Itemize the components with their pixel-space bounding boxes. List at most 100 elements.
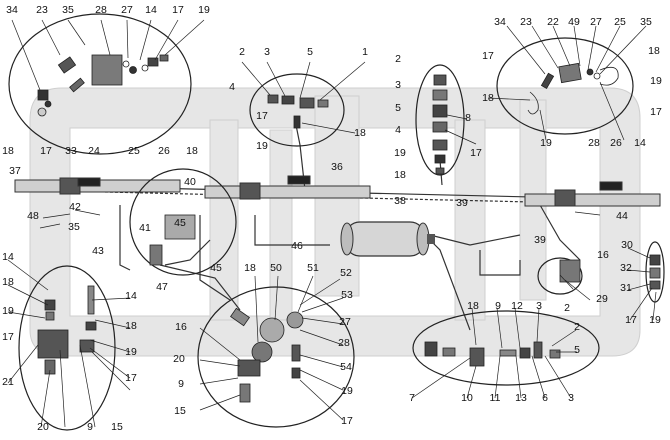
callout-label: 9 [87, 420, 93, 433]
detail-ellipses [8, 13, 665, 431]
callout-label: 54 [340, 360, 352, 373]
callout-label: 9 [178, 377, 184, 390]
callout-label: 2 [395, 52, 401, 65]
callout-label: 19 [2, 304, 14, 317]
callout-label: 19 [341, 384, 353, 397]
callout-label: 47 [156, 280, 168, 293]
air-receiver [340, 221, 435, 257]
callout-label: 14 [125, 289, 137, 302]
callout-label: 36 [331, 160, 343, 173]
callout-label: 49 [568, 15, 580, 28]
callout-label: 19 [198, 3, 210, 16]
callout-label: 32 [620, 261, 632, 274]
callout-label: 21 [2, 375, 14, 388]
callout-label: 40 [184, 175, 196, 188]
callout-label: 1 [362, 45, 368, 58]
callout-label: 19 [256, 139, 268, 152]
callout-label: 20 [37, 420, 49, 433]
callout-label: 44 [616, 209, 628, 222]
callout-label: 5 [307, 45, 313, 58]
callout-label: 5 [574, 343, 580, 356]
callout-label: 9 [495, 299, 501, 312]
callout-label: 17 [125, 371, 137, 384]
callout-label: 52 [340, 266, 352, 279]
callout-label: 33 [65, 144, 77, 157]
callout-label: 19 [125, 345, 137, 358]
callout-label: 31 [620, 281, 632, 294]
callout-label: 27 [590, 15, 602, 28]
callout-label: 53 [341, 288, 353, 301]
callout-label: 19 [649, 313, 661, 326]
callout-label: 18 [125, 319, 137, 332]
callout-label: 18 [467, 299, 479, 312]
callout-label: 25 [128, 144, 140, 157]
callout-label: 18 [354, 126, 366, 139]
callout-label: 2 [574, 320, 580, 333]
detail-parts [37, 54, 661, 403]
callout-label: 38 [394, 194, 406, 207]
callout-label: 22 [547, 15, 559, 28]
callout-label: 14 [145, 3, 157, 16]
callout-label: 16 [597, 248, 609, 261]
callout-label: 5 [395, 101, 401, 114]
callout-label: 3 [264, 45, 270, 58]
callout-label: 14 [634, 136, 646, 149]
callout-label: 17 [625, 313, 637, 326]
callout-label: 39 [534, 233, 546, 246]
callout-label: 27 [339, 315, 351, 328]
callout-label: 42 [69, 200, 81, 213]
callout-label: 12 [511, 299, 523, 312]
callout-label: 17 [650, 105, 662, 118]
leader-lines [7, 19, 657, 428]
callout-label: 39 [456, 196, 468, 209]
callout-label: 19 [650, 74, 662, 87]
callout-label: 25 [614, 15, 626, 28]
callout-label: 30 [621, 238, 633, 251]
callout-label: 18 [2, 144, 14, 157]
chassis-frame [29, 87, 641, 357]
callout-label: 23 [36, 3, 48, 16]
callout-label: 17 [470, 146, 482, 159]
callout-label: 18 [648, 44, 660, 57]
callout-label: 2 [239, 45, 245, 58]
callout-label: 4 [395, 123, 401, 136]
callout-label: 26 [158, 144, 170, 157]
callout-label: 51 [307, 261, 319, 274]
callout-label: 6 [542, 391, 548, 404]
callout-label: 17 [2, 330, 14, 343]
callout-label: 14 [2, 250, 14, 263]
callout-label: 35 [62, 3, 74, 16]
callout-label: 28 [95, 3, 107, 16]
callout-label: 19 [540, 136, 552, 149]
callout-label: 17 [40, 144, 52, 157]
callout-label: 18 [186, 144, 198, 157]
callout-label: 15 [174, 404, 186, 417]
callout-label: 16 [175, 320, 187, 333]
callout-label: 7 [409, 391, 415, 404]
callout-label: 34 [494, 15, 506, 28]
callout-label: 28 [338, 336, 350, 349]
callout-label: 34 [6, 3, 18, 16]
callout-label: 17 [172, 3, 184, 16]
axle-assemblies [14, 175, 661, 207]
callout-label: 45 [174, 216, 186, 229]
callout-label: 17 [256, 109, 268, 122]
callout-label: 48 [27, 209, 39, 222]
callout-label: 15 [111, 420, 123, 433]
callout-label: 2 [564, 301, 570, 314]
callout-label: 37 [9, 164, 21, 177]
callout-label: 41 [139, 221, 151, 234]
callout-label: 20 [173, 352, 185, 365]
callout-label: 28 [588, 136, 600, 149]
callout-label: 26 [610, 136, 622, 149]
callout-label: 13 [515, 391, 527, 404]
callout-label: 10 [461, 391, 473, 404]
callout-label: 29 [596, 292, 608, 305]
callout-label: 18 [394, 168, 406, 181]
callout-label: 50 [270, 261, 282, 274]
callout-label: 19 [394, 146, 406, 159]
callout-label: 35 [640, 15, 652, 28]
callout-label: 3 [568, 391, 574, 404]
